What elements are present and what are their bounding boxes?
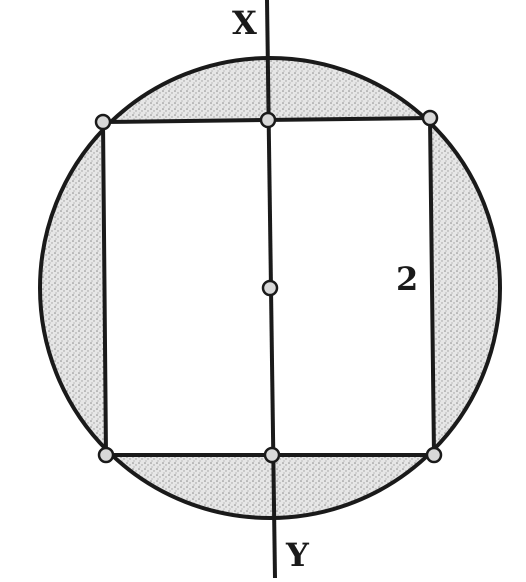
axis-bottom-intersection xyxy=(263,446,281,464)
vertex-top-left xyxy=(94,113,112,131)
label-x: X xyxy=(232,4,257,42)
center-point xyxy=(261,279,279,297)
vertex-bottom-left xyxy=(97,446,115,464)
vertex-bottom-right xyxy=(425,446,443,464)
vertex-top-right xyxy=(421,109,439,127)
label-y: Y xyxy=(285,536,310,574)
label-side-length: 2 xyxy=(396,260,418,298)
axis-top-intersection xyxy=(259,111,277,129)
node-points xyxy=(94,109,443,464)
